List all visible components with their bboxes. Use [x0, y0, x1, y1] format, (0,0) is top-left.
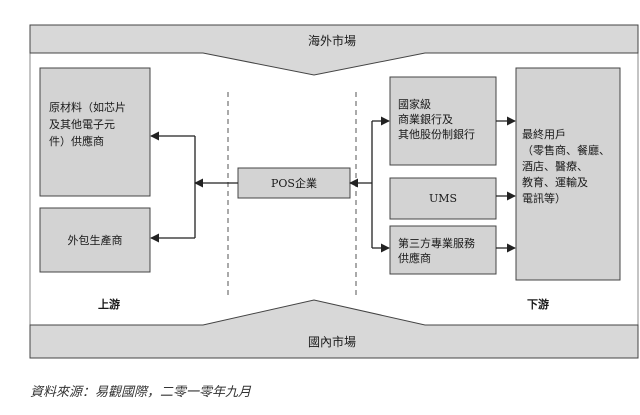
banks-text: 國家級 商業銀行及 其他股份制銀行 [398, 97, 475, 141]
upstream-label: 上游 [98, 297, 120, 311]
raw-materials-text: 原材料（如芯片 及其他電子元 件）供應商 [49, 100, 130, 148]
end-users-box [515, 67, 621, 281]
outsourcing-box [39, 207, 151, 273]
overseas-market-label: 海外市場 [308, 33, 356, 48]
pos-enterprise-box [237, 167, 351, 199]
domestic-market-label: 國內市場 [308, 334, 356, 349]
domestic-market-band [29, 299, 639, 359]
ums-text: UMS [429, 192, 457, 205]
downstream-label: 下游 [527, 297, 549, 311]
end-users-text: 最終用戶 （零售商、餐廳、 酒店、醫療、 教育、運輸及 電訊等） [522, 127, 614, 205]
overseas-market-band [29, 24, 639, 76]
pos-enterprise-text: POS企業 [271, 176, 317, 190]
banks-box [389, 76, 497, 166]
third-party-text: 第三方專業服務 供應商 [398, 236, 479, 265]
ums-box [389, 177, 497, 220]
raw-materials-box [39, 67, 151, 197]
source-note: 資料來源：易觀國際，二零一零年九月 [30, 385, 252, 400]
third-party-box [389, 225, 497, 275]
outsourcing-text: 外包生產商 [68, 233, 123, 247]
